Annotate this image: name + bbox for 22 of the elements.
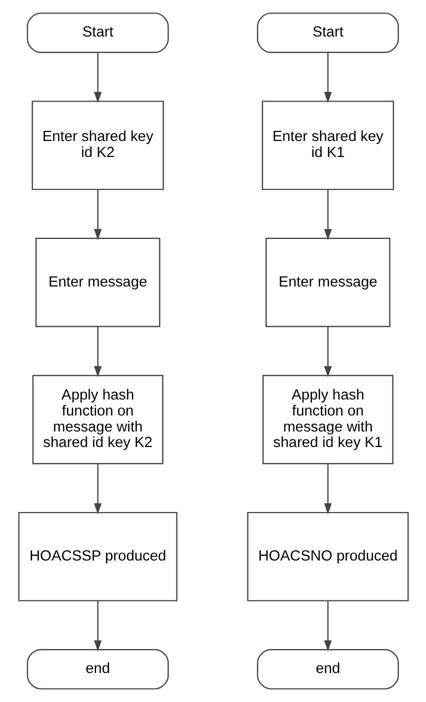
node-box: Enter message bbox=[34, 238, 160, 328]
node-box: Start bbox=[26, 12, 168, 53]
node-box: end bbox=[256, 649, 398, 690]
arrow bbox=[93, 464, 102, 514]
arrow bbox=[324, 600, 332, 652]
node-box: Start bbox=[256, 12, 398, 53]
node-box: HOACSSP produced bbox=[18, 512, 177, 602]
node-box: Apply hash function on message with shared id key K1 bbox=[262, 374, 393, 464]
node-box: HOACSNO produced bbox=[246, 512, 408, 602]
arrow bbox=[93, 190, 102, 240]
arrow bbox=[93, 326, 102, 378]
node-box: end bbox=[26, 649, 168, 690]
node-box: Enter shared key id K1 bbox=[261, 100, 394, 190]
arrow bbox=[93, 600, 102, 652]
node-box: Enter message bbox=[265, 238, 390, 328]
arrow bbox=[324, 52, 332, 103]
arrow bbox=[93, 52, 102, 103]
node-box: Apply hash function on message with shared id key K2 bbox=[32, 374, 163, 464]
arrow bbox=[324, 464, 332, 514]
arrow bbox=[324, 326, 332, 378]
arrow bbox=[324, 190, 332, 240]
node-box: Enter shared key id K2 bbox=[31, 100, 164, 190]
